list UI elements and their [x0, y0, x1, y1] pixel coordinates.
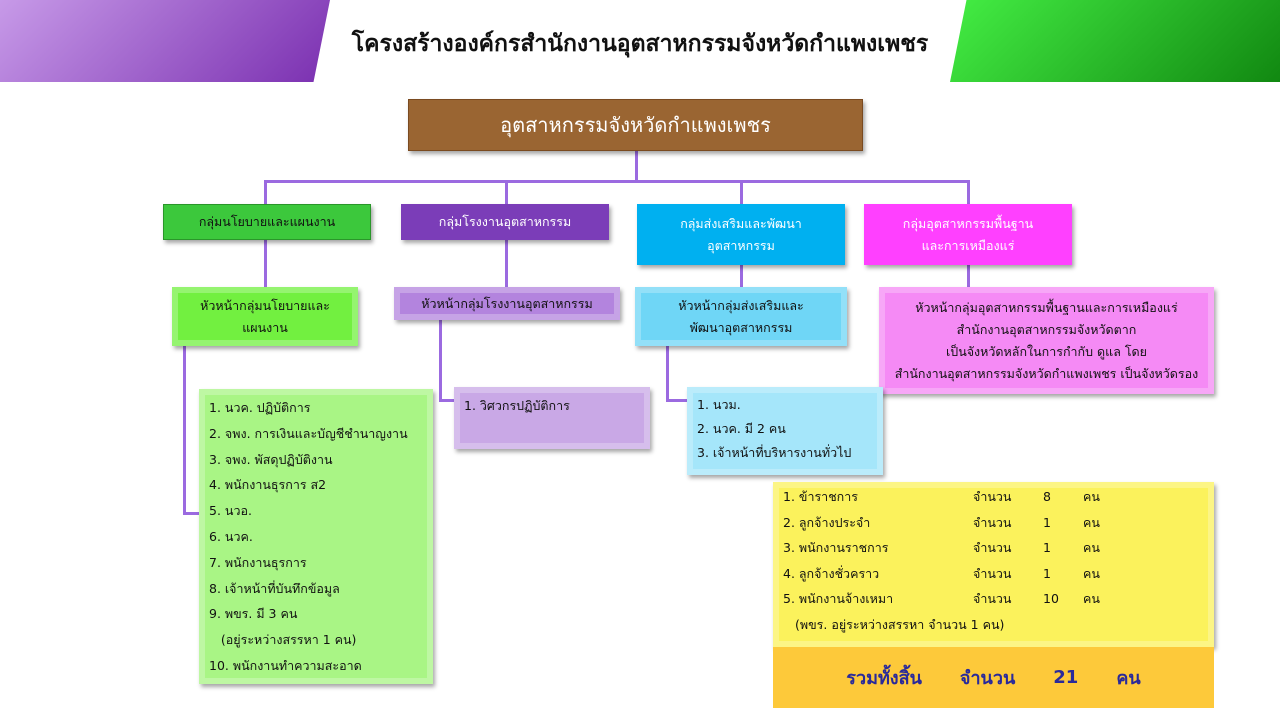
total-value: 21 [1053, 667, 1079, 688]
group-box-policy: กลุ่มนโยบายและแผนงาน [163, 204, 371, 240]
count-word: จำนวน [973, 540, 1012, 555]
head-label: เป็นจังหวัดหลักในการกำกับ ดูแล โดย [945, 343, 1147, 359]
list-item: 6. นวค. [209, 528, 253, 544]
head-box-factory: หัวหน้ากลุ่มโรงงานอุตสาหกรรม [394, 287, 620, 320]
count-note: (พขร. อยู่ระหว่างสรรหา จำนวน 1 คน) [795, 616, 1005, 632]
count-row: 5. พนักงานจ้างเหมา จำนวน 10 คน [783, 586, 1123, 612]
list-item: 2. นวค. มี 2 คน [697, 421, 786, 436]
list-item: (อยู่ระหว่างสรรหา 1 คน) [209, 632, 357, 648]
count-label: 2. ลูกจ้างประจำ [783, 514, 871, 530]
list-item: 7. พนักงานธุรการ [209, 554, 307, 570]
group-box-mining: กลุ่มอุตสาหกรรมพื้นฐานและการเหมืองแร่ [864, 204, 1072, 265]
connector [439, 399, 455, 402]
count-row: 3. พนักงานราชการ จำนวน 1 คน [783, 535, 1123, 561]
page-title: โครงสร้างองค์กรสำนักงานอุตสาหกรรมจังหวัด… [351, 31, 929, 57]
count-label: 5. พนักงานจ้างเหมา [783, 591, 894, 606]
total-word: จำนวน [959, 668, 1016, 689]
org-top-box: อุตสาหกรรมจังหวัดกำแพงเพชร [408, 99, 863, 151]
list-item: 3. เจ้าหน้าที่บริหารงานทั่วไป [697, 445, 852, 460]
head-label: หัวหน้ากลุ่มส่งเสริมและ [678, 297, 804, 313]
count-value: 8 [1043, 489, 1051, 504]
total-unit: คน [1116, 668, 1141, 689]
list-item: 8. เจ้าหน้าที่บันทึกข้อมูล [209, 580, 340, 596]
group-label: กลุ่มส่งเสริมและพัฒนา [680, 215, 802, 231]
connector [439, 320, 442, 401]
staff-list-promotion: 1. นวม. 2. นวค. มี 2 คน 3. เจ้าหน้าที่บร… [687, 387, 883, 475]
count-unit: คน [1083, 540, 1100, 555]
head-box-mining: หัวหน้ากลุ่มอุตสาหกรรมพื้นฐานและการเหมือ… [879, 287, 1214, 394]
count-value: 10 [1043, 591, 1059, 606]
total-label: รวมทั้งสิ้น [846, 668, 922, 689]
connector [264, 180, 969, 183]
count-label: 3. พนักงานราชการ [783, 540, 889, 555]
group-label: อุตสาหกรรม [707, 237, 775, 253]
count-value: 1 [1043, 514, 1051, 530]
list-item: 1. นวม. [697, 397, 741, 412]
staff-list-factory: 1. วิศวกรปฏิบัติการ [454, 387, 650, 449]
count-row: 2. ลูกจ้างประจำ จำนวน 1 คน [783, 510, 1123, 536]
head-label: สำนักงานอุตสาหกรรมจังหวัดกำแพงเพชร เป็นจ… [894, 365, 1199, 381]
head-label: หัวหน้ากลุ่มนโยบายและ [200, 297, 330, 313]
count-row: 4. ลูกจ้างชั่วคราว จำนวน 1 คน [783, 561, 1123, 587]
list-item: 9. พขร. มี 3 คน [209, 606, 298, 622]
connector [183, 512, 200, 515]
list-item: 5. นวอ. [209, 503, 252, 519]
list-item: 1. นวค. ปฏิบัติการ [209, 400, 311, 415]
group-label: กลุ่มนโยบายและแผนงาน [198, 214, 336, 229]
header-bar-left [0, 0, 330, 82]
count-unit: คน [1083, 565, 1100, 581]
count-label: 4. ลูกจ้างชั่วคราว [783, 565, 880, 581]
total-row: รวมทั้งสิ้น จำนวน 21 คน [773, 647, 1214, 708]
group-box-factory: กลุ่มโรงงานอุตสาหกรรม [401, 204, 609, 240]
group-label: กลุ่มอุตสาหกรรมพื้นฐาน [902, 215, 1034, 231]
header-bar-right [950, 0, 1280, 82]
group-box-promotion: กลุ่มส่งเสริมและพัฒนาอุตสาหกรรม [637, 204, 845, 265]
head-label: หัวหน้ากลุ่มอุตสาหกรรมพื้นฐานและการเหมือ… [915, 299, 1178, 315]
count-row: 1. ข้าราชการ จำนวน 8 คน [783, 484, 1123, 510]
count-word: จำนวน [973, 565, 1012, 581]
list-item: 4. พนักงานธุรการ ส2 [209, 477, 327, 493]
list-item: 1. วิศวกรปฏิบัติการ [464, 398, 570, 413]
count-unit: คน [1083, 591, 1100, 606]
connector [183, 346, 186, 514]
list-item: 2. จพง. การเงินและบัญชีชำนาญงาน [209, 425, 408, 441]
count-word: จำนวน [973, 591, 1012, 606]
org-top-label: อุตสาหกรรมจังหวัดกำแพงเพชร [500, 113, 771, 137]
head-label: สำนักงานอุตสาหกรรมจังหวัดตาก [956, 321, 1137, 337]
list-item: 3. จพง. พัสดุปฏิบัติงาน [209, 451, 333, 467]
head-label: แผนงาน [242, 319, 288, 335]
head-label: พัฒนาอุตสาหกรรม [689, 319, 793, 335]
count-label: 1. ข้าราชการ [783, 489, 858, 504]
group-label: กลุ่มโรงงานอุตสาหกรรม [438, 214, 572, 229]
head-box-policy: หัวหน้ากลุ่มนโยบายและแผนงาน [172, 287, 358, 346]
head-label: หัวหน้ากลุ่มโรงงานอุตสาหกรรม [421, 295, 593, 311]
count-unit: คน [1083, 514, 1100, 530]
list-item: 10. พนักงานทำความสะอาด [209, 657, 362, 673]
staff-list-policy: 1. นวค. ปฏิบัติการ 2. จพง. การเงินและบัญ… [199, 389, 433, 684]
count-word: จำนวน [973, 514, 1012, 530]
connector [635, 151, 638, 182]
count-value: 1 [1043, 565, 1051, 581]
count-word: จำนวน [973, 489, 1012, 504]
count-unit: คน [1083, 489, 1100, 504]
connector [666, 399, 688, 402]
group-label: และการเหมืองแร่ [921, 237, 1015, 253]
count-value: 1 [1043, 540, 1051, 555]
connector [666, 346, 669, 401]
head-box-promotion: หัวหน้ากลุ่มส่งเสริมและพัฒนาอุตสาหกรรม [635, 287, 847, 346]
